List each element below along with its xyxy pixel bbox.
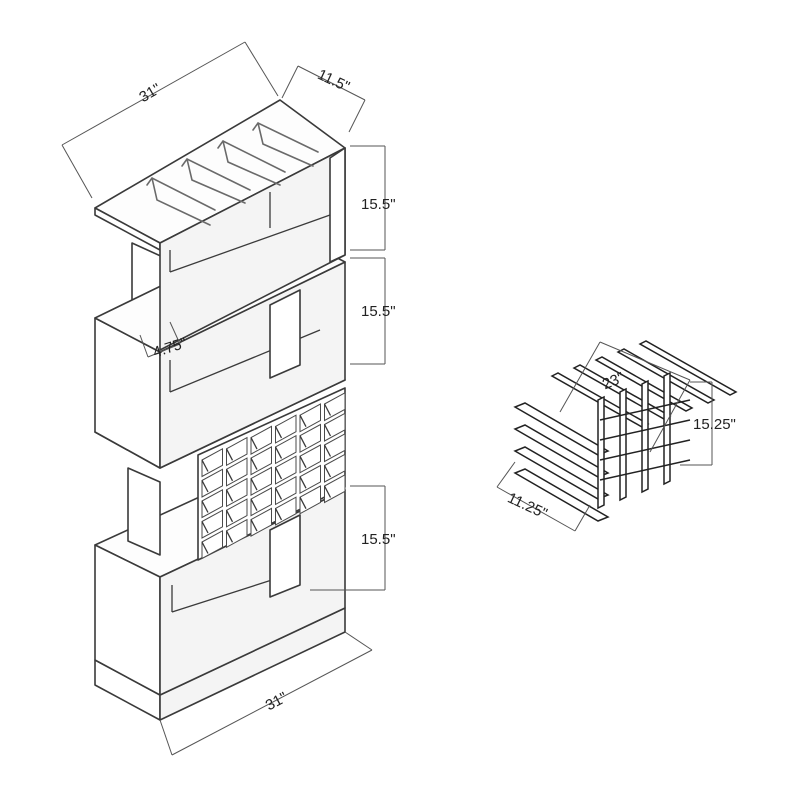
wine-cell-grid (201, 391, 346, 560)
post-width-line (147, 343, 181, 358)
wine-cell-depth-line (201, 500, 209, 513)
wine-rack-insert: 23" 15.25" 11.25" (496, 340, 738, 532)
rack-upright (641, 379, 649, 494)
wine-cell-depth-line (323, 424, 332, 437)
top-box-inner-back (169, 214, 331, 273)
wine-cell-depth-line (250, 519, 258, 532)
top-width-label: 31" (136, 80, 164, 106)
rack-upright (663, 371, 671, 486)
wine-cell-depth-line (201, 541, 209, 554)
top-box-right-panel (329, 147, 346, 263)
bottom-post (269, 514, 301, 598)
wine-tier (94, 261, 346, 561)
rack-horizontal-board (513, 446, 610, 500)
wine-cell-depth-line (250, 498, 258, 511)
wine-cell-depth-line (201, 480, 209, 493)
glass-hanger-4 (252, 121, 319, 167)
rack-upright (597, 395, 605, 510)
wine-cell-depth-line (299, 455, 307, 469)
top-tier (94, 99, 346, 351)
middle-post (269, 289, 301, 379)
glass-hanger-3 (217, 139, 286, 186)
glass-hanger-2 (181, 157, 251, 204)
rack-length-ext-left (559, 341, 601, 413)
post-width-ext-right (169, 321, 181, 345)
rack-horizontal-board (513, 468, 610, 522)
base-width-ext-left (159, 719, 173, 756)
top-depth-dimension-line (297, 65, 366, 101)
wine-cell-depth-line (225, 509, 234, 523)
base-width-line (171, 649, 373, 756)
rack-height-label: 15.25" (693, 416, 736, 433)
glass-hangers (146, 121, 319, 226)
wine-cell-depth-line (225, 530, 234, 543)
rack-depth-ext-right (574, 504, 591, 532)
top-depth-label: 11.5" (315, 66, 352, 96)
wine-cell-depth-line (323, 485, 332, 498)
wine-cell-depth-line (201, 459, 209, 472)
rack-depth-line (496, 486, 576, 532)
wine-tier-left-post (127, 467, 161, 556)
rack-depth-label: 11.25" (505, 489, 550, 522)
top-width-dimension-line (61, 41, 246, 146)
rack-length-ext-right (649, 379, 691, 453)
base-width-ext-right (344, 631, 373, 651)
top-depth-extension-right (348, 99, 366, 133)
tier4-height-label: 15.5" (361, 531, 396, 548)
glass-hanger-1 (146, 176, 216, 226)
wine-cell-depth-line (299, 476, 307, 489)
wine-cell-depth-line (299, 496, 307, 510)
rack-back-slat (599, 459, 691, 481)
wine-cell-depth-line (250, 478, 258, 491)
rack-length-line (599, 341, 691, 381)
wine-cell-depth-line (225, 448, 234, 461)
wine-cell-depth-line (201, 521, 209, 534)
wine-cell-depth-line (274, 426, 283, 439)
rack-depth-ext-left (496, 461, 516, 488)
wine-cell-depth-line (274, 467, 283, 480)
top-width-extension-left (61, 144, 93, 199)
wine-cell-depth-line (274, 487, 283, 500)
top-width-extension-right (244, 41, 279, 97)
rack-back-slat (599, 399, 691, 421)
wine-cell-depth-line (299, 435, 307, 448)
wine-cell-depth-line (274, 446, 283, 459)
tier1-height-label: 15.5" (361, 196, 396, 213)
wine-cell-depth-line (274, 508, 283, 521)
tier2-height-label: 15.5" (361, 303, 396, 320)
wine-cell-depth-line (323, 465, 332, 478)
rack-upright (619, 387, 627, 502)
base-width-label: 31" (263, 689, 290, 714)
wine-cell-depth-line (323, 403, 332, 416)
rack-back-slat (599, 439, 691, 461)
wine-cell-depth-line (250, 457, 258, 470)
rack-horizontal-board (513, 402, 610, 456)
wine-cell-depth-line (299, 414, 307, 428)
rack-back-slat (599, 419, 691, 441)
rack-horizontal-board (513, 424, 610, 478)
wine-cell-depth-line (225, 489, 234, 502)
wine-cell-depth-line (323, 444, 332, 457)
top-depth-extension-left (281, 65, 299, 99)
wine-cell-depth-line (250, 437, 258, 450)
wine-cell-depth-line (225, 468, 234, 482)
post-width-ext-left (139, 334, 149, 358)
